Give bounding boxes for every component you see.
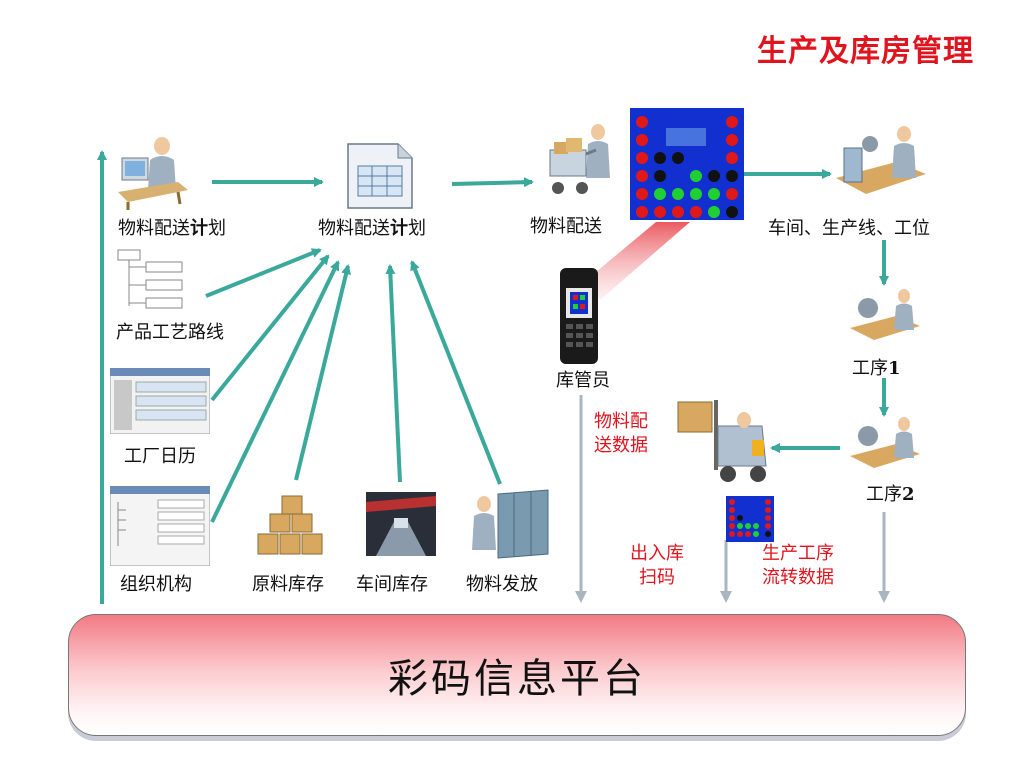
- arrow-shop-to-plan: [385, 264, 402, 483]
- step1-machine-icon: [850, 289, 920, 340]
- process-route-icon: [117, 249, 183, 309]
- arrow-route-to-plan: [205, 248, 322, 298]
- flow-delivery-data: 物料配送数据: [594, 411, 648, 456]
- handheld-scanner-icon: [560, 268, 598, 364]
- forklift-icon: [677, 400, 767, 482]
- color-code-dots: [636, 116, 738, 218]
- arrow-raw-to-plan: [294, 264, 351, 481]
- label-org: 组织机构: [120, 574, 192, 595]
- label-issue: 物料发放: [466, 574, 538, 595]
- flow-scan: 出入库扫码: [630, 543, 684, 588]
- label-plan-1: 物料配送计划: [118, 218, 226, 239]
- raw-material-boxes-icon: [257, 495, 323, 555]
- small-color-code-image: [726, 496, 774, 542]
- spreadsheet-icon: [347, 143, 413, 209]
- label-plan-2: 物料配送计划: [318, 218, 426, 239]
- arrow-plan-to-delivery: [451, 177, 534, 188]
- color-code-image: [630, 108, 744, 220]
- arrow-calendar-to-plan: [210, 254, 330, 402]
- cart-worker-icon: [549, 124, 610, 194]
- arrow-org-to-plan: [210, 260, 340, 523]
- factory-calendar-screen: [110, 368, 210, 434]
- workshop-photo: [366, 492, 436, 556]
- platform-label: 彩码信息平台: [388, 656, 646, 702]
- label-step-2: 工序2: [866, 484, 915, 505]
- label-delivery: 物料配送: [530, 216, 602, 237]
- production-line-icon: [836, 126, 926, 194]
- label-calendar: 工厂日历: [124, 446, 196, 467]
- label-keeper: 库管员: [556, 370, 610, 391]
- color-code-platform: 彩码信息平台: [68, 614, 966, 736]
- flow-transfer-data: 生产工序流转数据: [762, 543, 834, 588]
- step2-machine-icon: [850, 417, 920, 468]
- arrow-issue-to-plan: [410, 260, 502, 485]
- label-workshop: 车间、生产线、工位: [768, 218, 930, 239]
- page-title: 生产及库房管理: [757, 34, 974, 69]
- material-cabinet-icon: [472, 489, 549, 559]
- scan-beam: [584, 222, 690, 300]
- label-step-1: 工序1: [852, 358, 901, 379]
- label-shop-stock: 车间库存: [356, 574, 428, 595]
- worker-computer-icon: [118, 137, 188, 210]
- label-raw-stock: 原料库存: [252, 574, 324, 595]
- organization-screen: [110, 486, 210, 566]
- label-process-route: 产品工艺路线: [116, 322, 224, 343]
